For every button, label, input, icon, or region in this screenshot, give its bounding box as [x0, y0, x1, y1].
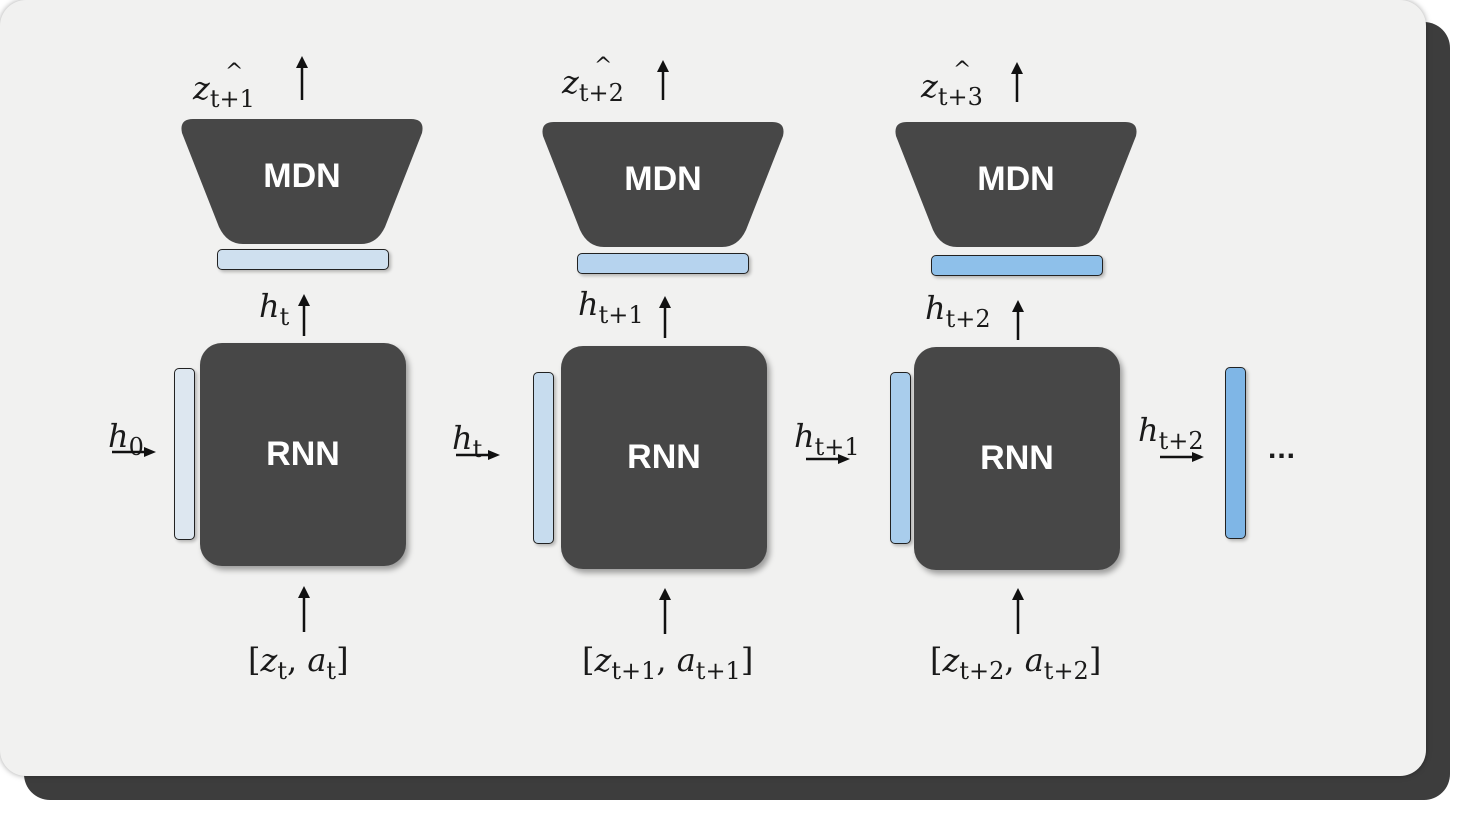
hidden-in-label-2: ht+1	[794, 417, 860, 461]
mdn-label-1: MDN	[263, 156, 341, 195]
hidden-state-bar-horizontal-1	[217, 249, 389, 270]
rnn-block-3: RNN	[914, 347, 1120, 570]
arrow-right-hidden-1	[456, 450, 500, 460]
rnn-block-2: RNN	[561, 346, 767, 569]
hat-accent-3: ^	[953, 58, 972, 83]
mdn-label-2: MDN	[624, 159, 702, 198]
arrow-up-hidden-3	[1012, 300, 1024, 340]
output-label-1: zt+1	[193, 69, 255, 113]
hidden-up-label-2: ht+1	[578, 285, 644, 329]
hat-accent-2: ^	[594, 54, 613, 79]
output-label-3: zt+3	[921, 67, 983, 111]
arrow-up-hidden-2	[659, 296, 671, 338]
hidden-state-bar-horizontal-2	[577, 253, 749, 274]
mdn-label-3: MDN	[977, 159, 1055, 198]
input-label-3: [zt+2, at+2]	[930, 641, 1102, 685]
output-label-2: zt+2	[562, 63, 624, 107]
hidden-state-bar-vertical-2	[533, 372, 554, 544]
hidden-state-bar-vertical-4	[1225, 367, 1246, 539]
rnn-block-1: RNN	[200, 343, 406, 566]
hidden-state-bar-vertical-3	[890, 372, 911, 544]
hidden-state-bar-vertical-1	[174, 368, 195, 540]
hidden-in-label-1: ht	[452, 419, 483, 463]
diagram-card: zt+1 ^ MDN ht h0 RNN [zt, at] ht zt+2 ^ …	[0, 0, 1426, 776]
arrow-up-output-2	[657, 60, 669, 100]
hidden-up-label-1: ht	[259, 287, 290, 331]
arrow-right-h0	[112, 447, 156, 457]
input-label-2: [zt+1, at+1]	[582, 641, 754, 685]
hidden-up-label-3: ht+2	[925, 289, 991, 333]
arrow-up-output-1	[296, 56, 308, 100]
arrow-up-input-2	[659, 588, 671, 634]
mdn-block-2: MDN	[540, 122, 786, 250]
arrow-up-output-3	[1011, 62, 1023, 102]
arrow-right-hidden-2	[806, 454, 850, 464]
arrow-up-hidden-1	[298, 294, 310, 336]
arrow-right-hidden-3	[1160, 452, 1204, 462]
hat-accent-1: ^	[225, 60, 244, 85]
hidden-state-bar-horizontal-3	[931, 255, 1103, 276]
hidden-in-label-3: ht+2	[1138, 411, 1204, 455]
mdn-block-1: MDN	[179, 119, 425, 247]
ellipsis: ...	[1268, 432, 1297, 465]
mdn-block-3: MDN	[893, 122, 1139, 250]
arrow-up-input-3	[1012, 588, 1024, 634]
arrow-up-input-1	[298, 586, 310, 632]
input-label-1: [zt, at]	[248, 641, 349, 685]
